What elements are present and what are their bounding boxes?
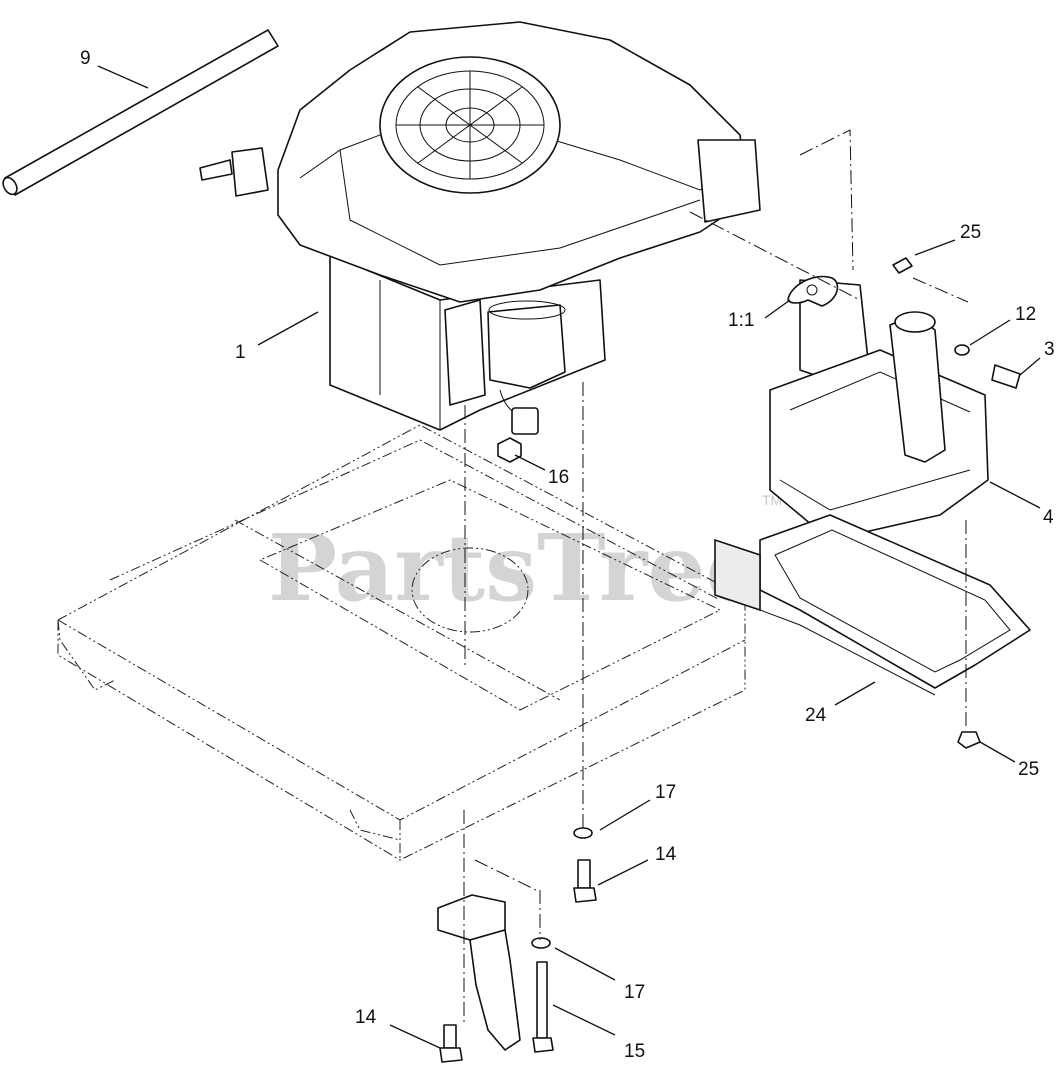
flywheel-screen [379,56,561,194]
part-engine [199,21,761,435]
center-lines [463,129,969,1025]
callout-14-lower: 14 [355,1007,377,1028]
callout-9: 9 [80,48,91,69]
leader-lines [97,65,1041,1049]
callout-3: 3 [1044,339,1055,360]
frame-phantom [57,424,746,861]
part-hose [2,29,279,196]
fasteners [439,257,1021,1063]
callouts: 9 1 1:1 25 12 3 4 16 24 25 17 14 17 15 1… [80,48,1055,1062]
callout-12: 12 [1015,304,1036,325]
part-muffler [769,279,989,541]
watermark-brand: PartsTree [268,514,764,622]
mount-bracket [437,894,521,1051]
callout-25-bottom: 25 [1018,759,1039,780]
callout-25-top: 25 [960,222,981,243]
callout-15: 15 [624,1041,645,1062]
callout-24: 24 [805,705,827,726]
callout-14-upper: 14 [655,844,677,865]
callout-17-upper: 17 [655,782,676,803]
part-gasket [787,275,839,307]
callout-17-lower: 17 [624,982,645,1003]
watermark: PartsTree TM [268,492,782,622]
callout-1: 1 [235,342,246,363]
part-16-nut [497,437,522,463]
callout-1-1: 1:1 [728,310,754,331]
callout-16: 16 [548,467,569,488]
part-heat-shield [714,514,1031,696]
callout-4: 4 [1043,507,1054,528]
